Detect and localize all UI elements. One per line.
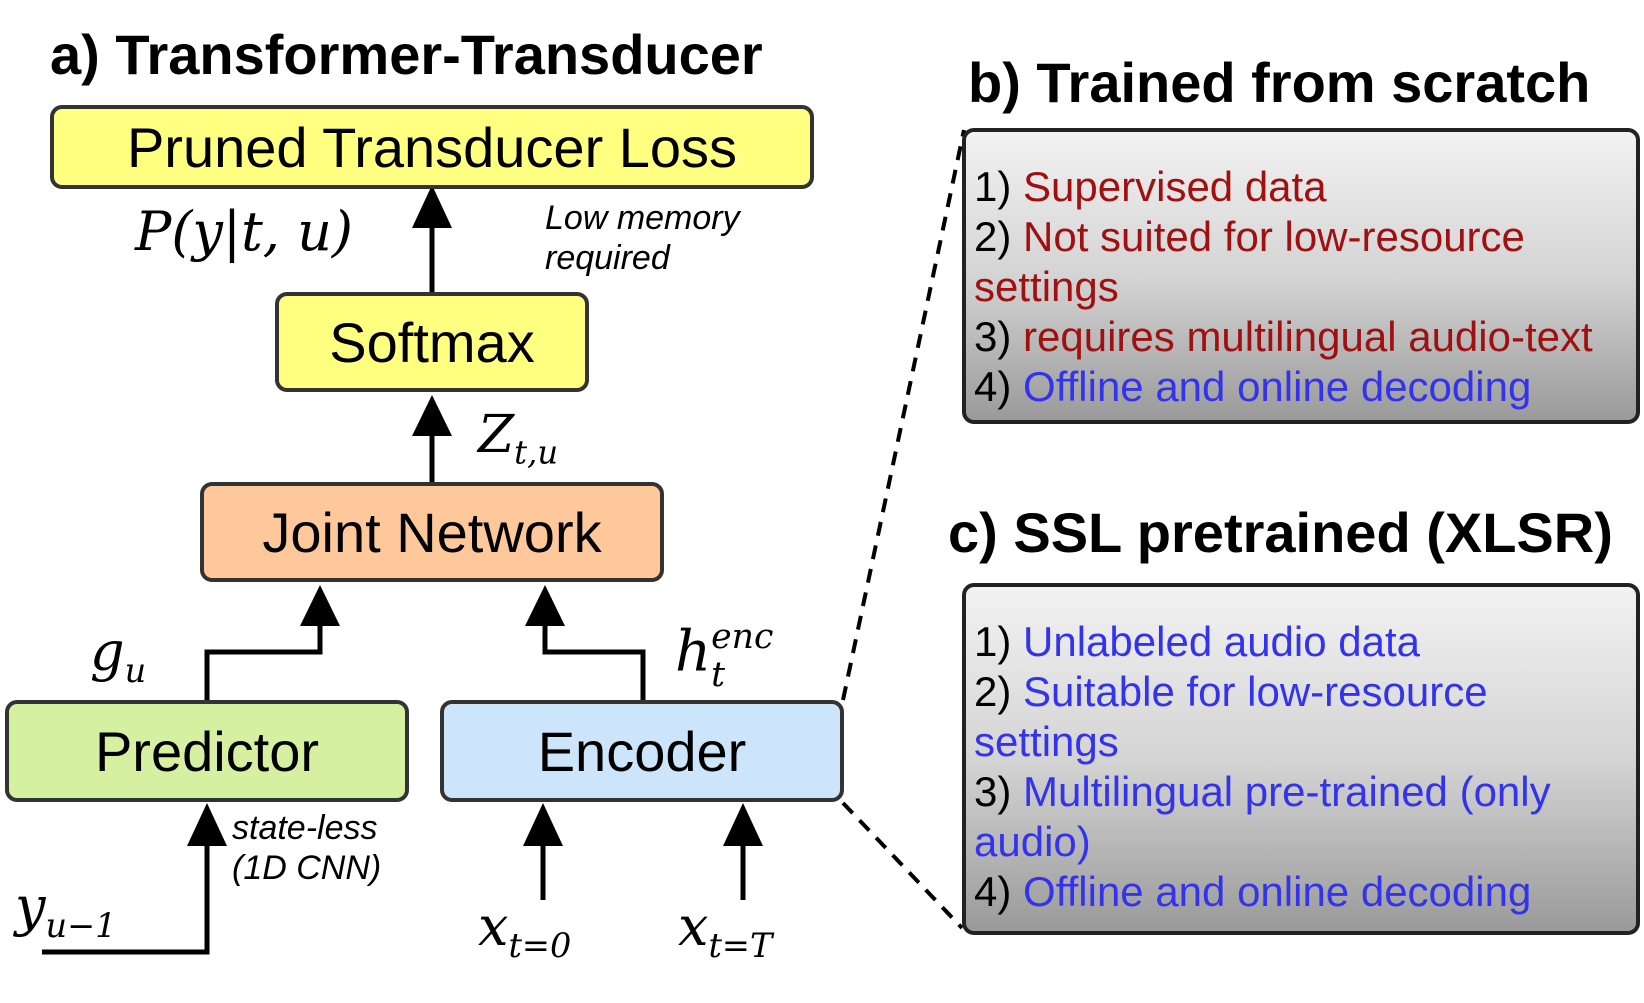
arrowhead-joint-right <box>525 585 565 626</box>
state-less-note-line-1: state-less <box>232 809 378 847</box>
arrow-y-to-predictor <box>42 845 210 955</box>
softmax-box: Softmax <box>275 292 589 392</box>
h-label-sub: t <box>711 655 726 696</box>
panel-b-item-1: 1) Supervised data <box>974 163 1327 210</box>
xT-label: xt=T <box>678 895 772 965</box>
state-less-note-line-2: (1D CNN) <box>232 849 382 888</box>
arrowhead-encoder-left <box>523 803 563 846</box>
joint-network-box: Joint Network <box>200 482 664 582</box>
encoder-box: Encoder <box>440 700 844 802</box>
arrowhead-loss <box>412 185 452 228</box>
xT-label-sub: t=T <box>708 925 773 965</box>
z-label-sub: t,u <box>514 433 559 472</box>
x0-label-base: x <box>478 895 509 958</box>
panel-b-item-3: 3) requires multilingual audio-text <box>974 313 1593 360</box>
arrow-predictor-to-joint <box>204 625 323 700</box>
arrowhead-predictor <box>187 803 227 846</box>
panel-c-box: 1) Unlabeled audio data 2) Suitable for … <box>962 583 1640 935</box>
panel-c-list: 1) Unlabeled audio data 2) Suitable for … <box>974 617 1630 917</box>
low-memory-note: Low memory required <box>545 198 740 278</box>
y-label-base: y <box>15 875 46 938</box>
z-label-base: Z <box>478 405 515 465</box>
dashed-line-encoder-to-panel-b <box>841 129 966 701</box>
state-less-note: state-less (1D CNN) <box>232 808 381 888</box>
g-label: gu <box>90 620 146 690</box>
low-memory-note-line-2: required <box>545 239 670 278</box>
pruned-transducer-loss-box: Pruned Transducer Loss <box>50 105 814 189</box>
panel-a-title: a) Transformer-Transducer <box>50 23 763 86</box>
panel-c-item-1: 1) Unlabeled audio data <box>974 618 1421 665</box>
arrowhead-softmax <box>412 395 452 436</box>
dashed-line-encoder-to-panel-c <box>841 801 964 930</box>
panel-b-box: 1) Supervised data 2) Not suited for low… <box>962 128 1640 424</box>
x0-label-sub: t=0 <box>508 925 572 965</box>
panel-c-title: c) SSL pretrained (XLSR) <box>948 501 1613 564</box>
panel-b-title: b) Trained from scratch <box>968 51 1591 114</box>
z-label: Zt,u <box>478 405 558 471</box>
predictor-box: Predictor <box>5 700 409 802</box>
xT-label-base: x <box>678 895 709 958</box>
panel-b-list: 1) Supervised data 2) Not suited for low… <box>974 162 1630 412</box>
g-label-base: g <box>90 620 125 683</box>
panel-c-item-4: 4) Offline and online decoding <box>974 868 1532 915</box>
y-label: yu−1 <box>15 875 116 945</box>
probability-label: P(y|t, u) <box>135 200 353 263</box>
g-label-sub: u <box>124 650 147 690</box>
arrowhead-joint-left <box>300 585 340 626</box>
panel-b-item-4: 4) Offline and online decoding <box>974 363 1532 410</box>
x0-label: xt=0 <box>478 895 571 965</box>
low-memory-note-line-1: Low memory <box>545 199 740 237</box>
arrowhead-encoder-right <box>723 803 763 846</box>
arrow-encoder-to-joint <box>542 625 646 700</box>
h-label-sup: enc <box>711 617 774 657</box>
h-label-base: h <box>675 619 712 685</box>
y-label-sub: u−1 <box>45 905 117 945</box>
